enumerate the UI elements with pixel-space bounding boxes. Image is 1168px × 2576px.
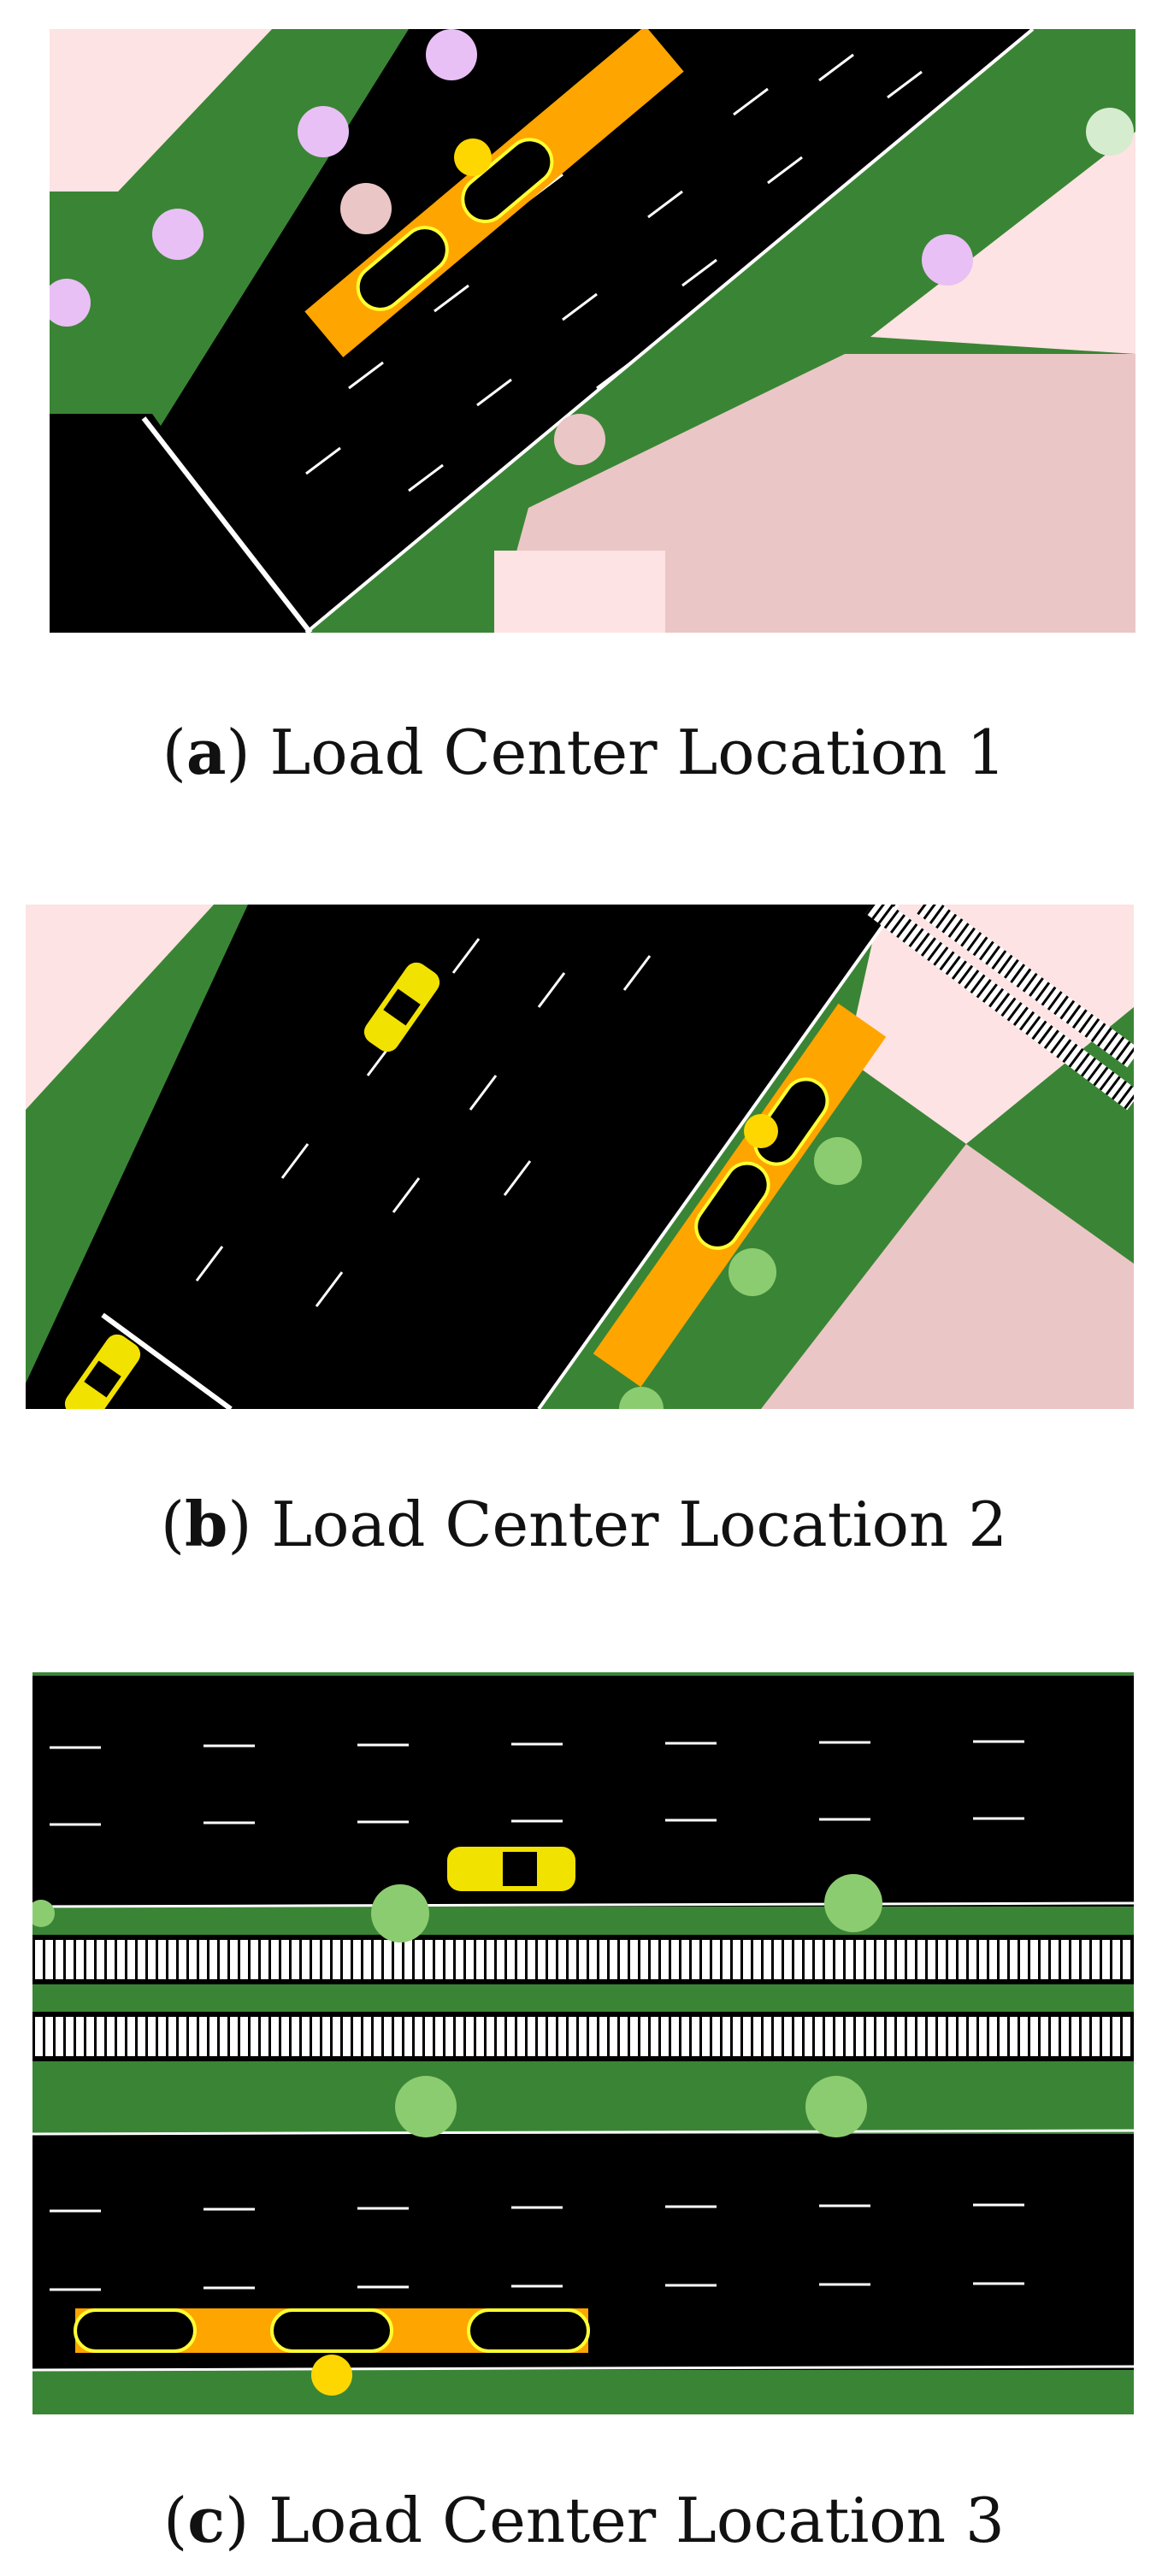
tree-icon <box>371 1884 429 1942</box>
tree-icon <box>152 209 204 260</box>
charger-icon <box>744 1114 778 1148</box>
caption-a: (a) Load Center Location 1 <box>162 716 1006 788</box>
bus-icon <box>74 2308 590 2353</box>
building-lot-topleft <box>50 29 272 192</box>
tree-icon <box>814 1137 862 1185</box>
tree-icon <box>395 2076 457 2137</box>
car-icon <box>447 1847 575 1891</box>
lane-markings <box>50 1740 1024 2291</box>
panel-c-svg <box>32 1672 1134 2414</box>
road-surface <box>152 29 1033 633</box>
curb-line <box>304 29 1035 633</box>
curb-line <box>537 905 900 1409</box>
caption-a-text: Load Center Location 1 <box>269 716 1006 788</box>
panel-b-svg <box>26 905 1134 1409</box>
panel-a-map <box>50 29 1136 633</box>
tree-icon <box>824 1874 882 1932</box>
building-lot-light <box>847 905 1134 1144</box>
stop-line <box>101 1312 233 1409</box>
grass-strip-bottom <box>32 2370 1134 2414</box>
charger-icon <box>454 139 492 176</box>
caption-c: (c) Load Center Location 3 <box>163 2484 1005 2556</box>
caption-b: (b) Load Center Location 2 <box>160 1488 1008 1560</box>
grass-strip-top <box>32 1672 1134 1676</box>
tree-icon <box>619 1387 664 1409</box>
tree-icon-group <box>50 29 1134 465</box>
building-lot-dark <box>761 1144 1134 1409</box>
road-intersection <box>50 414 306 633</box>
building-lot-bottom <box>494 551 665 633</box>
tree-icon <box>922 234 973 286</box>
tree-icon <box>426 29 477 80</box>
curb-line <box>32 2129 1134 2136</box>
panel-b-map <box>26 905 1134 1409</box>
charger-icon <box>311 2355 352 2396</box>
railway-track-icon <box>32 1935 1134 2061</box>
car-icon <box>363 962 440 1052</box>
road-surface <box>26 905 898 1409</box>
tree-icon <box>554 414 605 465</box>
tree-icon <box>1086 108 1134 156</box>
stop-line <box>141 416 313 633</box>
caption-c-letter: c <box>187 2484 226 2556</box>
panel-a-svg <box>50 29 1136 633</box>
caption-b-text: Load Center Location 2 <box>271 1488 1008 1560</box>
tree-icon <box>298 106 349 157</box>
caption-c-text: Load Center Location 3 <box>268 2485 1005 2556</box>
building-lot-light <box>870 132 1136 354</box>
tree-icon <box>32 1900 55 1927</box>
curb-line <box>32 1901 1134 1908</box>
panel-c-map <box>32 1672 1134 2414</box>
tree-icon <box>805 2076 867 2137</box>
caption-a-letter: a <box>186 716 227 788</box>
tree-icon <box>729 1248 776 1296</box>
tree-icon <box>50 279 91 327</box>
caption-b-letter: b <box>185 1488 228 1560</box>
lane-markings <box>195 938 652 1307</box>
tree-icon <box>340 183 392 234</box>
railway-track-icon <box>865 905 1134 1111</box>
bus-icon <box>304 29 684 357</box>
car-icon <box>64 1334 141 1409</box>
curb-line <box>32 2365 1134 2372</box>
